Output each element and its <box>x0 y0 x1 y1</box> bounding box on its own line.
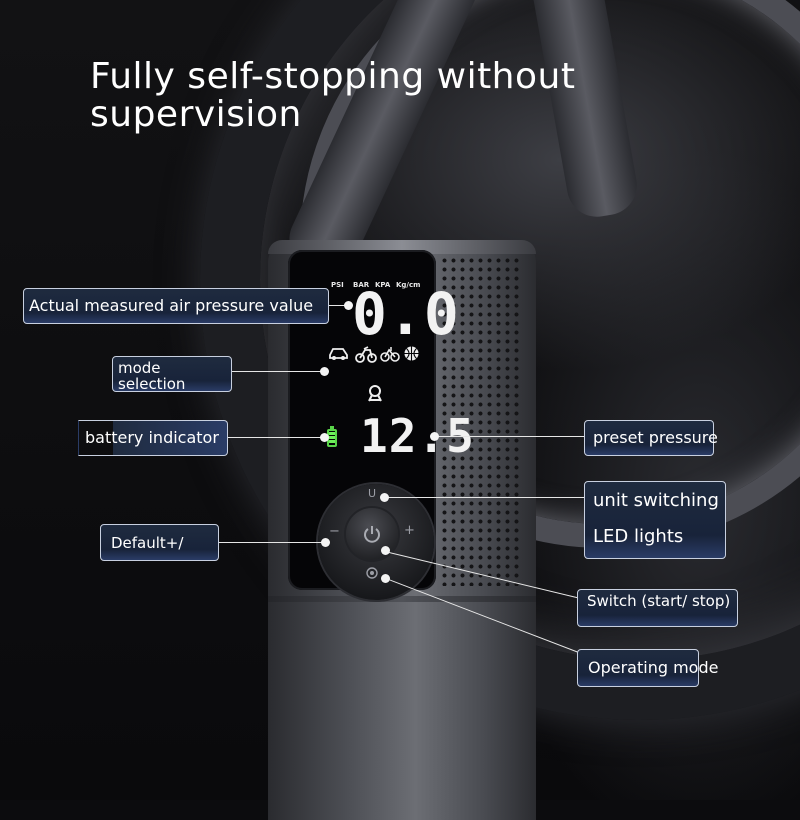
callout-preset-pressure: preset pressure <box>584 420 718 456</box>
unit-label-kgcm: Kg/cm <box>396 281 421 289</box>
callout-battery-indicator: battery indicator <box>78 420 228 456</box>
callout-switch: Switch (start/ stop) <box>577 589 738 627</box>
pointer-dot <box>320 367 329 376</box>
unit-label-kpa: KPA <box>375 281 391 289</box>
headline: Fully self-stopping without supervision <box>90 56 576 135</box>
pointer-dot <box>344 301 353 310</box>
leader-line <box>219 542 325 543</box>
callout-led-lights: LED lights <box>593 526 684 547</box>
callout-default: Default+/ <box>100 524 219 561</box>
battery-icon-cap <box>330 426 334 429</box>
leader-line <box>434 436 586 437</box>
callout-unit-switching: unit switching <box>593 490 719 511</box>
actual-pressure-readout: 0.0 <box>352 280 460 348</box>
car-icon[interactable] <box>328 345 350 361</box>
pointer-dot <box>380 493 389 502</box>
power-icon <box>364 526 380 543</box>
leader-line <box>384 497 586 498</box>
pointer-dot <box>381 574 390 583</box>
callout-unit-led: unit switching LED lights <box>584 481 726 559</box>
device-seam <box>268 596 536 602</box>
pointer-dot <box>381 546 390 555</box>
ball-icon[interactable] <box>403 345 420 362</box>
callout-actual-pressure: Actual measured air pressure value <box>23 288 329 324</box>
unit-label-psi: PSI <box>331 281 344 289</box>
minus-button[interactable]: − <box>329 524 340 539</box>
operating-mode-icon[interactable] <box>366 567 378 579</box>
leader-line <box>228 437 324 438</box>
unit-label-bar: BAR <box>353 281 370 289</box>
bicycle-icon[interactable] <box>380 345 400 363</box>
leader-line <box>232 371 325 372</box>
speaker-grille <box>440 256 522 586</box>
unit-switch-button[interactable]: U <box>368 487 377 500</box>
pointer-dot <box>320 433 329 442</box>
callout-operating-mode: Operating mode <box>577 649 718 687</box>
leader-line <box>329 305 349 306</box>
pointer-dot <box>321 538 330 547</box>
plus-button[interactable]: + <box>404 523 415 538</box>
user-icon <box>368 385 382 402</box>
pointer-dot <box>430 432 439 441</box>
callout-mode-selection: mode selection <box>112 356 232 392</box>
battery-level <box>329 432 335 444</box>
motorcycle-icon[interactable] <box>355 345 377 363</box>
